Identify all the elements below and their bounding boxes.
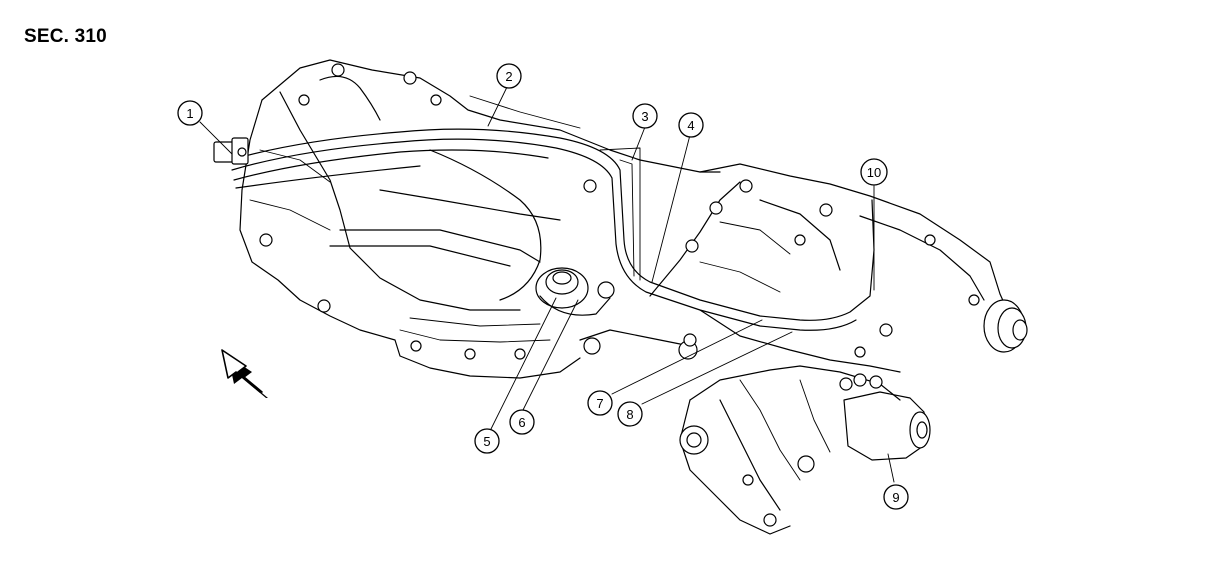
callout-7: 7 [587, 390, 613, 416]
callout-1: 1 [177, 100, 203, 126]
svg-text:8: 8 [626, 407, 633, 422]
sensor-assembly [535, 267, 698, 360]
front-direction-arrow-icon [221, 349, 268, 398]
callout-2: 2 [496, 63, 522, 89]
leader-lines [199, 84, 895, 483]
callout-9: 9 [883, 484, 909, 510]
callout-6: 6 [509, 409, 535, 435]
callout-3: 3 [632, 103, 658, 129]
callout-8: 8 [617, 401, 643, 427]
svg-text:9: 9 [892, 490, 899, 505]
harness-connector [213, 137, 249, 165]
callout-5: 5 [474, 428, 500, 454]
svg-text:1: 1 [186, 106, 193, 121]
svg-text:3: 3 [641, 109, 648, 124]
svg-text:5: 5 [483, 434, 490, 449]
svg-text:2: 2 [505, 69, 512, 84]
section-label: SEC. 310 [24, 26, 107, 47]
transfer-case [649, 163, 1028, 373]
callout-10: 10 [860, 158, 888, 186]
svg-text:10: 10 [867, 165, 881, 180]
svg-text:4: 4 [687, 118, 694, 133]
lower-transfer-unit [679, 365, 931, 535]
svg-text:7: 7 [596, 396, 603, 411]
transmission-case [239, 59, 721, 379]
svg-text:6: 6 [518, 415, 525, 430]
harness-lines [229, 128, 875, 331]
callout-4: 4 [678, 112, 704, 138]
